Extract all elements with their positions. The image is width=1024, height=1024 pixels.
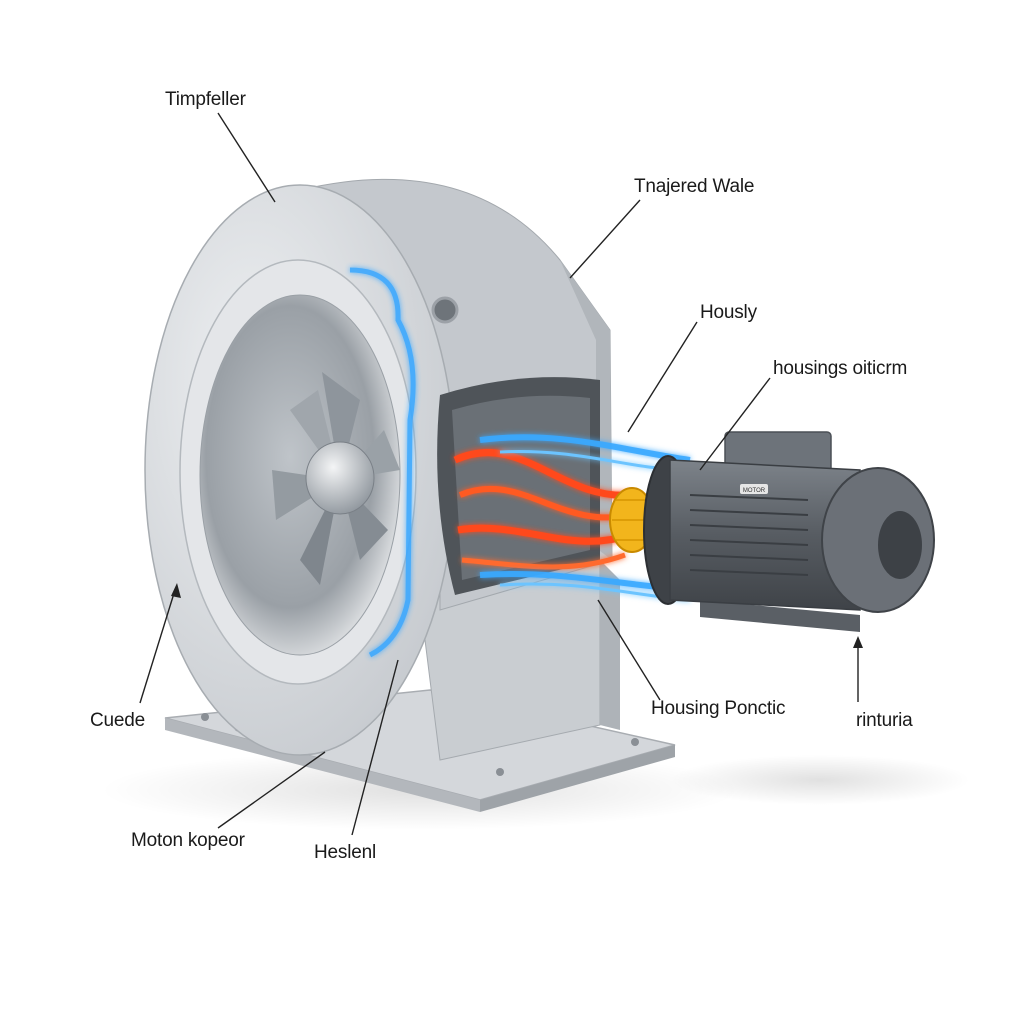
hot-flow <box>453 449 632 570</box>
coupling <box>609 487 655 553</box>
label-housing-ponctic: Housing Ponctic <box>651 698 786 719</box>
leader-housing-ponctic <box>597 599 661 701</box>
leader-cuede <box>139 589 176 704</box>
label-top-right: Tnajered Wale <box>634 176 755 197</box>
bolt <box>496 768 504 776</box>
leader-heslenl <box>351 659 399 836</box>
label-impeller: Timpfeller <box>165 89 246 110</box>
motor-foot <box>700 600 860 632</box>
label-rinturia: rinturia <box>856 710 913 731</box>
label-heslenl: Heslenl <box>314 842 376 863</box>
impeller-hub <box>305 441 375 515</box>
impeller-blade <box>322 372 360 480</box>
label-cuede: Cuede <box>90 710 145 731</box>
motor-body <box>669 459 861 611</box>
arrowhead <box>171 583 181 598</box>
label-hously: Hously <box>700 302 757 323</box>
port-icon <box>431 296 459 324</box>
bolt <box>201 713 209 721</box>
motor-nameplate <box>740 484 768 494</box>
label-motor-kopeor: Moton kopeor <box>131 830 245 851</box>
motor-shadow <box>670 755 970 805</box>
leader-impeller <box>217 112 276 203</box>
leader-lines <box>139 112 863 836</box>
cooling-fins <box>689 494 809 576</box>
leader-hously <box>627 321 698 433</box>
impeller <box>272 372 400 585</box>
electric-motor: MOTOR <box>643 431 935 632</box>
arrowhead <box>853 636 863 648</box>
leader-motor-kopeor <box>217 751 326 829</box>
housing-pedestal <box>419 559 620 761</box>
leader-housings <box>699 377 771 471</box>
motor-nameplate-text: MOTOR <box>743 488 766 494</box>
coolant-line <box>349 267 416 658</box>
bolt <box>631 738 639 746</box>
fan-cover-grille <box>878 511 922 579</box>
label-housings: housings oiticrm <box>773 358 908 379</box>
leader-top-right <box>569 199 641 279</box>
